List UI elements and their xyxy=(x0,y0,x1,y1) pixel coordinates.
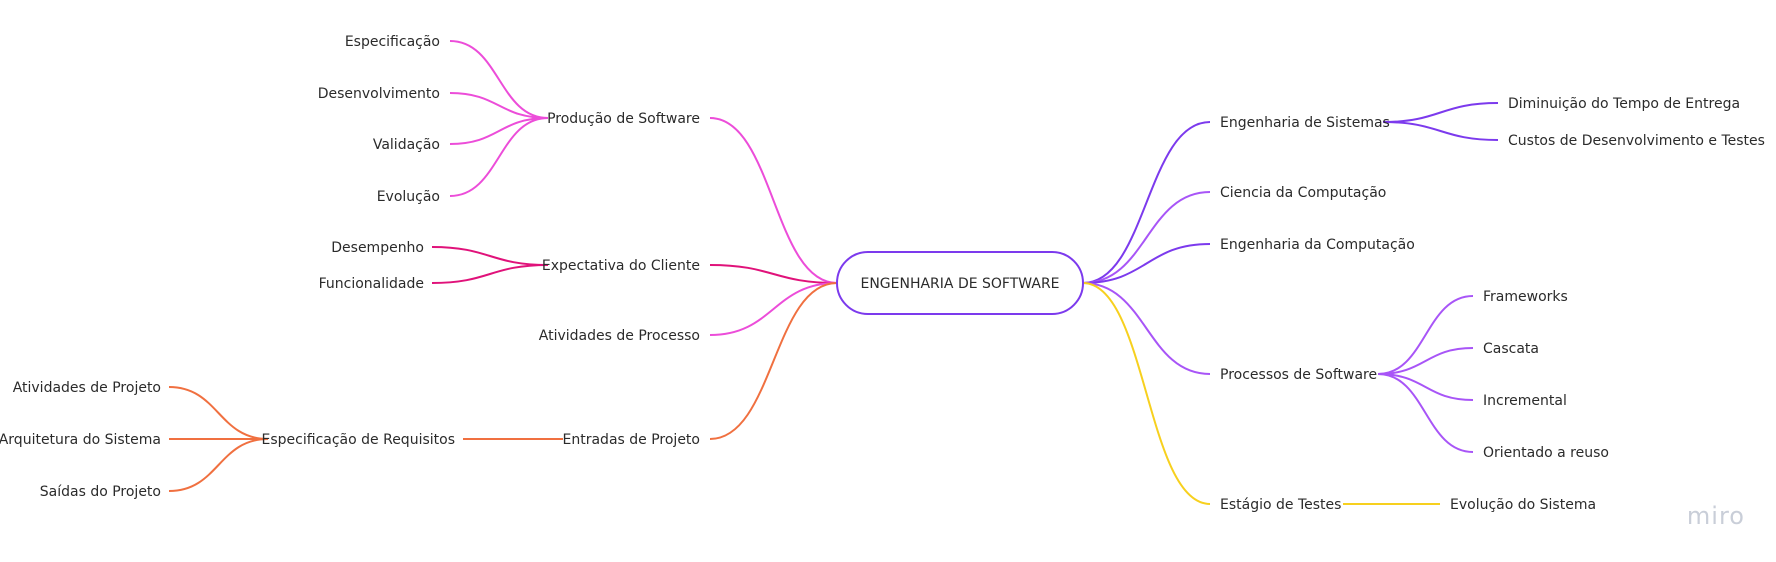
node-producao-de-software[interactable]: Produção de Software xyxy=(547,111,700,127)
root-node[interactable]: ENGENHARIA DE SOFTWARE xyxy=(836,251,1084,315)
root-node-shape xyxy=(836,251,1084,315)
node-cascata[interactable]: Cascata xyxy=(1483,341,1539,357)
node-estagio-de-testes[interactable]: Estágio de Testes xyxy=(1220,497,1341,513)
node-evolucao[interactable]: Evolução xyxy=(377,189,440,205)
node-frameworks[interactable]: Frameworks xyxy=(1483,289,1568,305)
node-diminuicao-do-tempo-de-entrega[interactable]: Diminuição do Tempo de Entrega xyxy=(1508,96,1740,112)
node-arquitetura-do-sistema[interactable]: Arquitetura do Sistema xyxy=(0,432,161,448)
edge-producao-child-1 xyxy=(449,92,549,119)
node-funcionalidade[interactable]: Funcionalidade xyxy=(319,276,424,292)
node-atividades-de-processo[interactable]: Atividades de Processo xyxy=(539,328,700,344)
edge-processos-child-0 xyxy=(1377,295,1474,375)
node-engenharia-da-computacao[interactable]: Engenharia da Computação xyxy=(1220,237,1415,253)
miro-watermark-logo: miro xyxy=(1687,502,1745,530)
node-expectativa-do-cliente[interactable]: Expectativa do Cliente xyxy=(542,258,700,274)
node-entradas-de-projeto[interactable]: Entradas de Projeto xyxy=(563,432,700,448)
edge-processos-child-1 xyxy=(1377,347,1474,375)
root-node-label: ENGENHARIA DE SOFTWARE xyxy=(860,276,1059,292)
edge-root-expectativa xyxy=(709,264,838,284)
node-orientado-a-reuso[interactable]: Orientado a reuso xyxy=(1483,445,1609,461)
edge-root-processos xyxy=(1082,282,1211,375)
edge-processos-child-3 xyxy=(1377,373,1474,453)
edge-root-eng-comp xyxy=(1082,243,1211,284)
edge-eng-sistemas-child-1 xyxy=(1382,121,1499,141)
node-saidas-do-projeto[interactable]: Saídas do Projeto xyxy=(40,484,161,500)
node-custos-de-desenvolvimento-e-testes[interactable]: Custos de Desenvolvimento e Testes xyxy=(1508,133,1765,149)
node-engenharia-de-sistemas[interactable]: Engenharia de Sistemas xyxy=(1220,115,1390,131)
node-desempenho[interactable]: Desempenho xyxy=(331,240,424,256)
connector-lines xyxy=(168,40,1499,505)
edge-root-producao xyxy=(709,117,838,284)
edge-root-eng-sistemas xyxy=(1082,121,1211,284)
edge-producao-child-2 xyxy=(449,117,549,145)
node-incremental[interactable]: Incremental xyxy=(1483,393,1567,409)
node-atividades-de-projeto[interactable]: Atividades de Projeto xyxy=(13,380,161,396)
edge-root-testes xyxy=(1082,282,1211,505)
edge-requisitos-child-2 xyxy=(168,438,269,492)
edge-requisitos-child-0 xyxy=(168,386,269,440)
node-evolucao-do-sistema[interactable]: Evolução do Sistema xyxy=(1450,497,1596,513)
node-especificacao[interactable]: Especificação xyxy=(345,34,440,50)
edge-root-entradas xyxy=(709,282,838,440)
edge-expectativa-child-0 xyxy=(431,246,549,266)
node-especificacao-de-requisitos[interactable]: Especificação de Requisitos xyxy=(262,432,455,448)
edge-expectativa-child-1 xyxy=(431,264,549,284)
edge-eng-sistemas-child-0 xyxy=(1382,102,1499,123)
node-processos-de-software[interactable]: Processos de Software xyxy=(1220,367,1377,383)
edge-producao-child-0 xyxy=(449,40,549,119)
node-validacao[interactable]: Validação xyxy=(373,137,440,153)
edge-root-atividades xyxy=(709,282,838,336)
node-desenvolvimento[interactable]: Desenvolvimento xyxy=(318,86,440,102)
edge-processos-child-2 xyxy=(1377,373,1474,401)
edge-producao-child-3 xyxy=(449,117,549,197)
node-ciencia-da-computacao[interactable]: Ciencia da Computação xyxy=(1220,185,1386,201)
edge-root-ciencia xyxy=(1082,191,1211,284)
